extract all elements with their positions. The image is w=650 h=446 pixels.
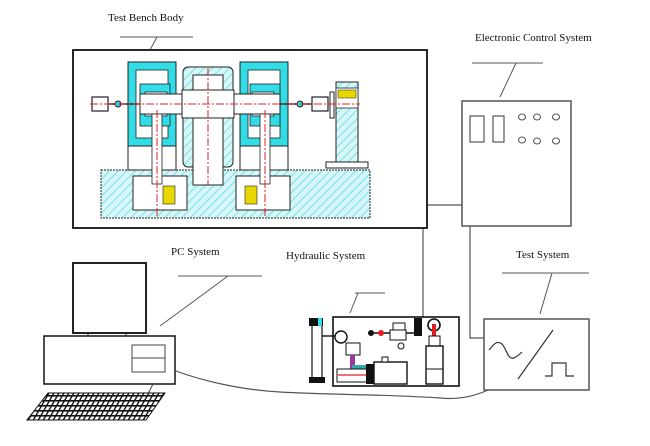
label-hydraulic-system: Hydraulic System	[286, 250, 366, 262]
sine-wave-icon	[488, 341, 523, 359]
converter-slash-icon	[517, 329, 554, 380]
ecs-knobs	[517, 113, 561, 145]
pc-monitor	[72, 262, 147, 334]
electronic-control-system	[461, 62, 572, 227]
test-system	[483, 272, 590, 391]
label-test-system: Test System	[516, 249, 570, 261]
pc-test-cable	[175, 370, 489, 400]
ecs-display-1	[469, 115, 485, 143]
test-bench-body	[72, 49, 428, 229]
connection-lines	[175, 204, 489, 400]
pc-keyboard	[25, 392, 166, 421]
test-instrument	[483, 318, 590, 391]
pc-drive-1	[131, 344, 166, 359]
pc-system	[25, 262, 262, 421]
label-pc-system: PC System	[171, 246, 220, 258]
hydraulic-system	[309, 292, 460, 387]
ecs-test-link	[469, 226, 484, 339]
pc-drive-2	[131, 357, 166, 373]
square-wave-icon	[545, 362, 574, 377]
label-electronic-control-system: Electronic Control System	[475, 32, 592, 44]
bench-leader	[120, 36, 193, 51]
label-test-bench-body: Test Bench Body	[108, 12, 184, 24]
ecs-display-2	[492, 115, 505, 143]
